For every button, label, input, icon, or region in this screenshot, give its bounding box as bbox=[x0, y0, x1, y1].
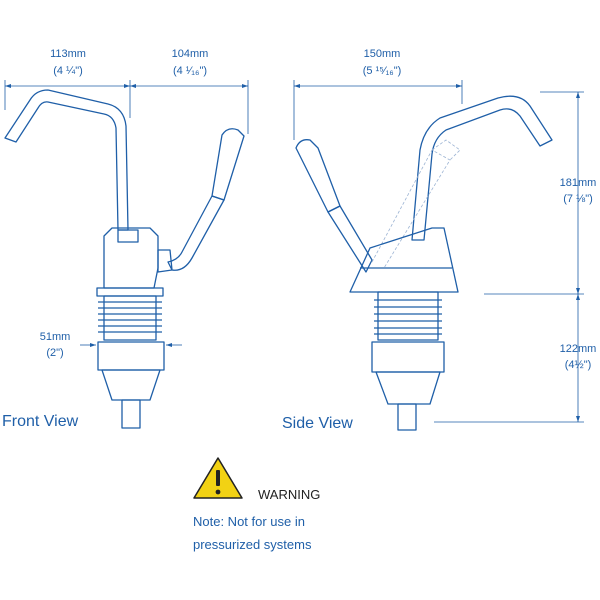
front-dimension-lines bbox=[4, 80, 249, 347]
front-left-width-imperial: (4 ¼") bbox=[53, 65, 83, 77]
front-right-width-imperial: (4 ¹⁄₁₆") bbox=[173, 65, 207, 77]
front-left-width-metric: 113mm bbox=[50, 48, 86, 60]
side-lower-height-imperial: (4½") bbox=[565, 359, 592, 371]
front-view-drawing bbox=[4, 89, 245, 429]
warning-title: WARNING bbox=[258, 487, 321, 502]
front-base-width-metric: 51mm bbox=[40, 331, 71, 343]
side-lower-height-metric: 122mm bbox=[560, 343, 597, 355]
front-view-label: Front View bbox=[2, 413, 79, 430]
side-width-metric: 150mm bbox=[364, 48, 401, 60]
warning-triangle-icon bbox=[193, 457, 243, 499]
side-view-label: Side View bbox=[282, 415, 353, 432]
side-upper-height-imperial: (7 ⅛") bbox=[563, 193, 593, 205]
warning-note-line-1: Note: Not for use in bbox=[193, 514, 305, 529]
side-view-drawing bbox=[295, 95, 553, 431]
front-right-width-metric: 104mm bbox=[172, 48, 209, 60]
front-base-width-imperial: (2") bbox=[46, 347, 63, 359]
side-width-imperial: (5 ¹⁵⁄₁₆") bbox=[363, 65, 402, 77]
side-upper-height-metric: 181mm bbox=[560, 177, 597, 189]
warning-note-line-2: pressurized systems bbox=[193, 537, 312, 552]
side-dimension-lines bbox=[293, 80, 584, 423]
